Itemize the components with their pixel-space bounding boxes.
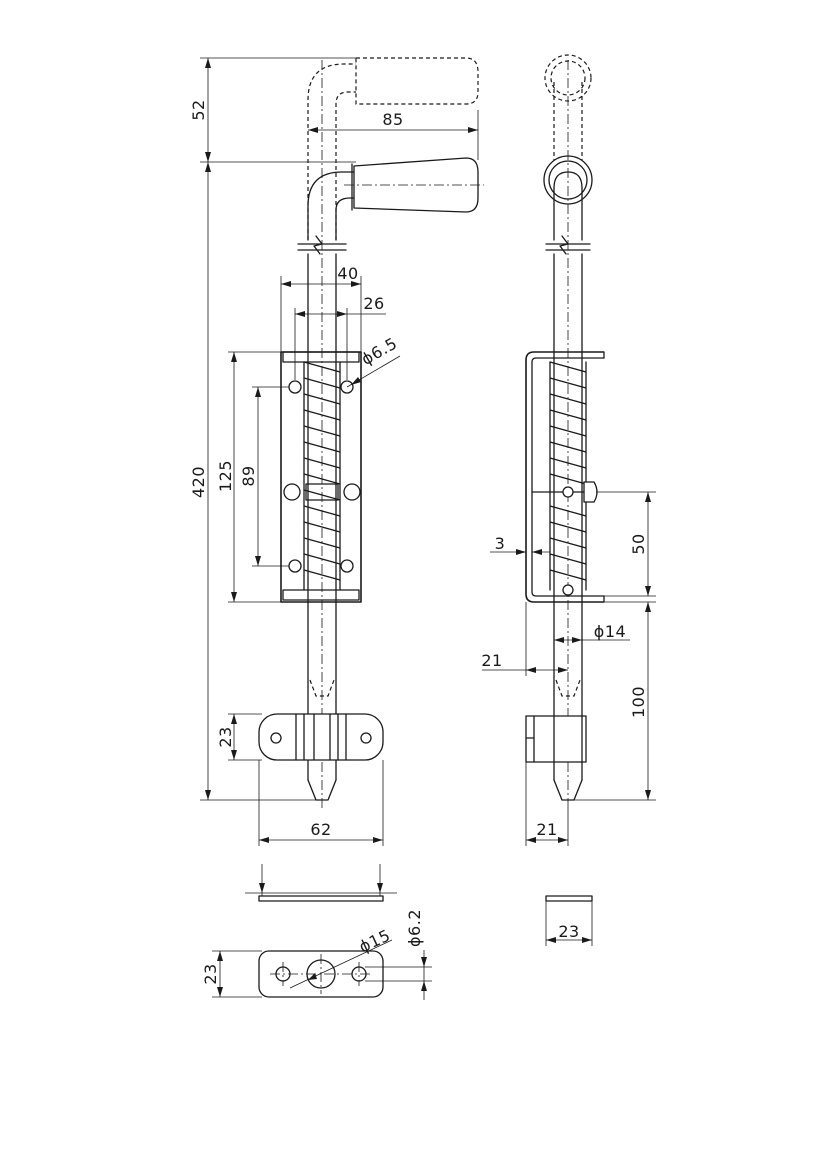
dimension-label: 62 <box>310 820 331 839</box>
dimension-plate-width: 40 <box>280 264 362 352</box>
dimension-label: 21 <box>481 651 502 670</box>
keeper-front <box>258 713 384 761</box>
dimension-label: ϕ15 <box>356 926 393 957</box>
dimension-keeper-bore: ϕ15 <box>289 926 393 989</box>
mount-hole <box>340 559 354 573</box>
dimension-label: 100 <box>629 686 648 718</box>
handle <box>307 157 484 241</box>
dimension-keeper-height: 23 <box>216 713 262 761</box>
dimension-label: 420 <box>189 466 208 498</box>
dimension-label: 85 <box>382 110 403 129</box>
mount-hole <box>288 380 302 394</box>
dimension-label: 125 <box>216 460 235 492</box>
dimension-plate-length: 125 <box>216 351 281 603</box>
dimension-handle-reach: 85 <box>308 110 479 160</box>
pin-shaft <box>307 60 337 810</box>
dimension-label: ϕ6.5 <box>358 334 400 369</box>
bolt-body <box>280 351 362 603</box>
lock-knob <box>283 483 301 501</box>
front-view: 52 85 420 40 <box>189 57 484 846</box>
dimension-label: 3 <box>495 534 506 553</box>
dimension-label: ϕ6.2 <box>405 909 424 947</box>
dimension-keeper-hole: ϕ6.2 <box>365 909 432 1000</box>
dimension-hole-spacing-x: 26 <box>294 294 386 380</box>
keeper-edge-view <box>245 864 397 902</box>
dimension-label: 52 <box>189 99 208 120</box>
dimension-keeper-depth: 21 <box>525 762 569 846</box>
dimension-hole-spacing-y: 89 <box>239 386 289 567</box>
dimension-pin-diameter: ϕ14 <box>554 622 630 643</box>
side-view: 3 50 ϕ14 21 <box>481 54 656 846</box>
dimension-label: 50 <box>629 533 648 554</box>
keeper-side-small: 23 <box>545 895 593 946</box>
keeper-plan-view <box>258 950 384 998</box>
dimension-pin-offset: 21 <box>481 602 568 676</box>
spring <box>303 361 341 591</box>
keeper-detail: 23 ϕ15 ϕ6.2 23 <box>201 864 593 1000</box>
dimension-label: 89 <box>239 465 258 486</box>
dimension-label: 23 <box>201 963 220 984</box>
dimension-plate-thickness: 3 <box>490 534 550 555</box>
dimension-label: 26 <box>363 294 384 313</box>
handle-raised-position <box>307 57 479 240</box>
dimension-label: 23 <box>216 726 235 747</box>
handle-raised-end <box>544 54 592 160</box>
dimension-label: 23 <box>558 922 579 941</box>
dimension-knob-offset: 50 <box>596 491 656 597</box>
lock-knob <box>343 483 361 501</box>
dimension-label: ϕ14 <box>594 622 626 641</box>
dimension-keeper-width: 62 <box>258 760 384 846</box>
spring-side <box>549 361 587 591</box>
keeper-side <box>525 715 587 763</box>
dimension-tip-length: 100 <box>574 601 656 801</box>
dimension-handle-rise: 52 <box>189 57 356 163</box>
dimension-label: 21 <box>536 820 557 839</box>
bracket <box>525 351 605 603</box>
dimension-total-length: 420 <box>189 162 316 801</box>
dimension-label: 40 <box>337 264 358 283</box>
dimension-keeper-plan-height: 23 <box>201 950 262 998</box>
pin-shaft-side <box>553 60 583 808</box>
mount-hole <box>288 559 302 573</box>
dimension-hole-diameter: ϕ6.5 <box>346 334 400 388</box>
